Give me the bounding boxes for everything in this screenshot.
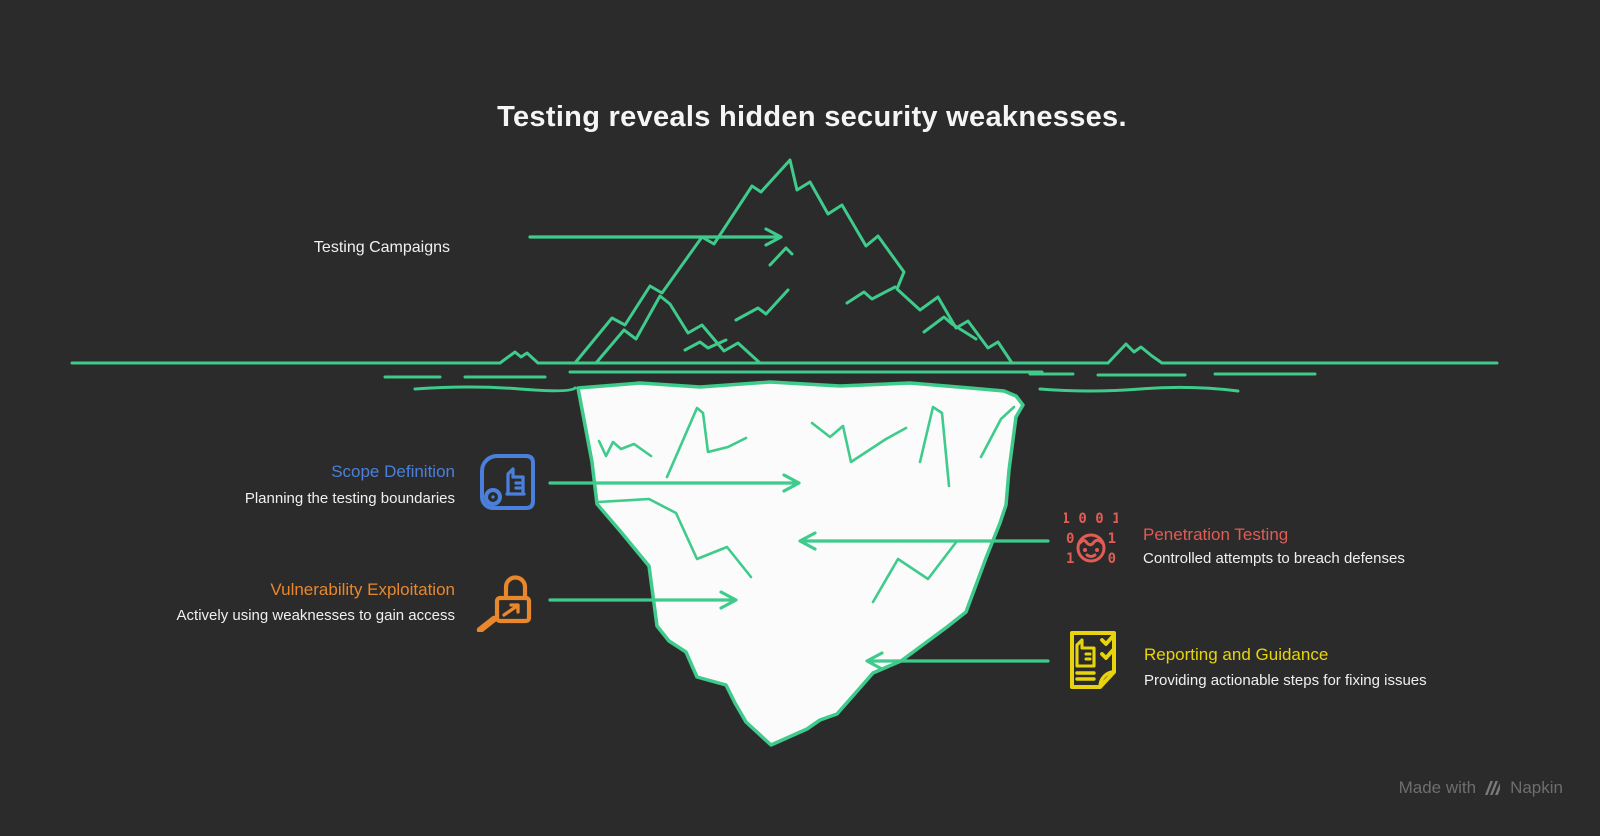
blueprint-icon [477,452,537,517]
binary-bottom-left: 1 [1066,551,1074,567]
binary-row-top: 1 0 0 1 [1064,511,1118,527]
water-surface-lines [70,342,1499,393]
arrow-testing-campaigns [528,227,783,247]
penetration-testing-title: Penetration Testing [1143,525,1289,544]
binary-mid-right: 1 [1108,531,1116,547]
scope-definition-description: Planning the testing boundaries [244,490,455,507]
small-iceberg-left [498,350,540,365]
binary-bottom-right: 0 [1108,551,1116,567]
small-iceberg-right [1106,342,1164,365]
iceberg-below-water [576,380,1025,747]
watermark-made-with: Made with [1398,778,1477,797]
reporting-guidance-description: Providing actionable steps for fixing is… [1144,672,1427,689]
napkin-logo-icon [1483,779,1503,797]
report-checklist-icon [1064,630,1122,695]
scope-definition-title: Scope Definition [331,462,455,481]
arrow-vulnerability-exploitation [548,590,738,610]
page-title: Testing reveals hidden security weakness… [497,101,1127,133]
connector-arrows [528,227,1050,671]
watermark-brand: Napkin [1510,778,1563,797]
watermark: Made with Napkin [1399,778,1563,798]
vulnerability-exploitation-title: Vulnerability Exploitation [270,580,455,599]
binary-mid-left: 0 [1066,531,1074,547]
arrow-scope-definition [548,473,801,493]
penetration-testing-description: Controlled attempts to breach defenses [1143,550,1405,567]
arrow-penetration-testing [798,531,1050,551]
label-testing-campaigns: Testing Campaigns [313,239,450,256]
reporting-guidance-title: Reporting and Guidance [1144,645,1329,664]
binary-hacker-icon: 1 0 0 1 0 1 1 0 [1061,510,1120,573]
vulnerability-exploitation-description: Actively using weaknesses to gain access [176,607,455,624]
lock-magnifier-icon [473,568,537,637]
iceberg-above-water [573,158,1014,365]
arrow-reporting-guidance [865,651,1050,671]
